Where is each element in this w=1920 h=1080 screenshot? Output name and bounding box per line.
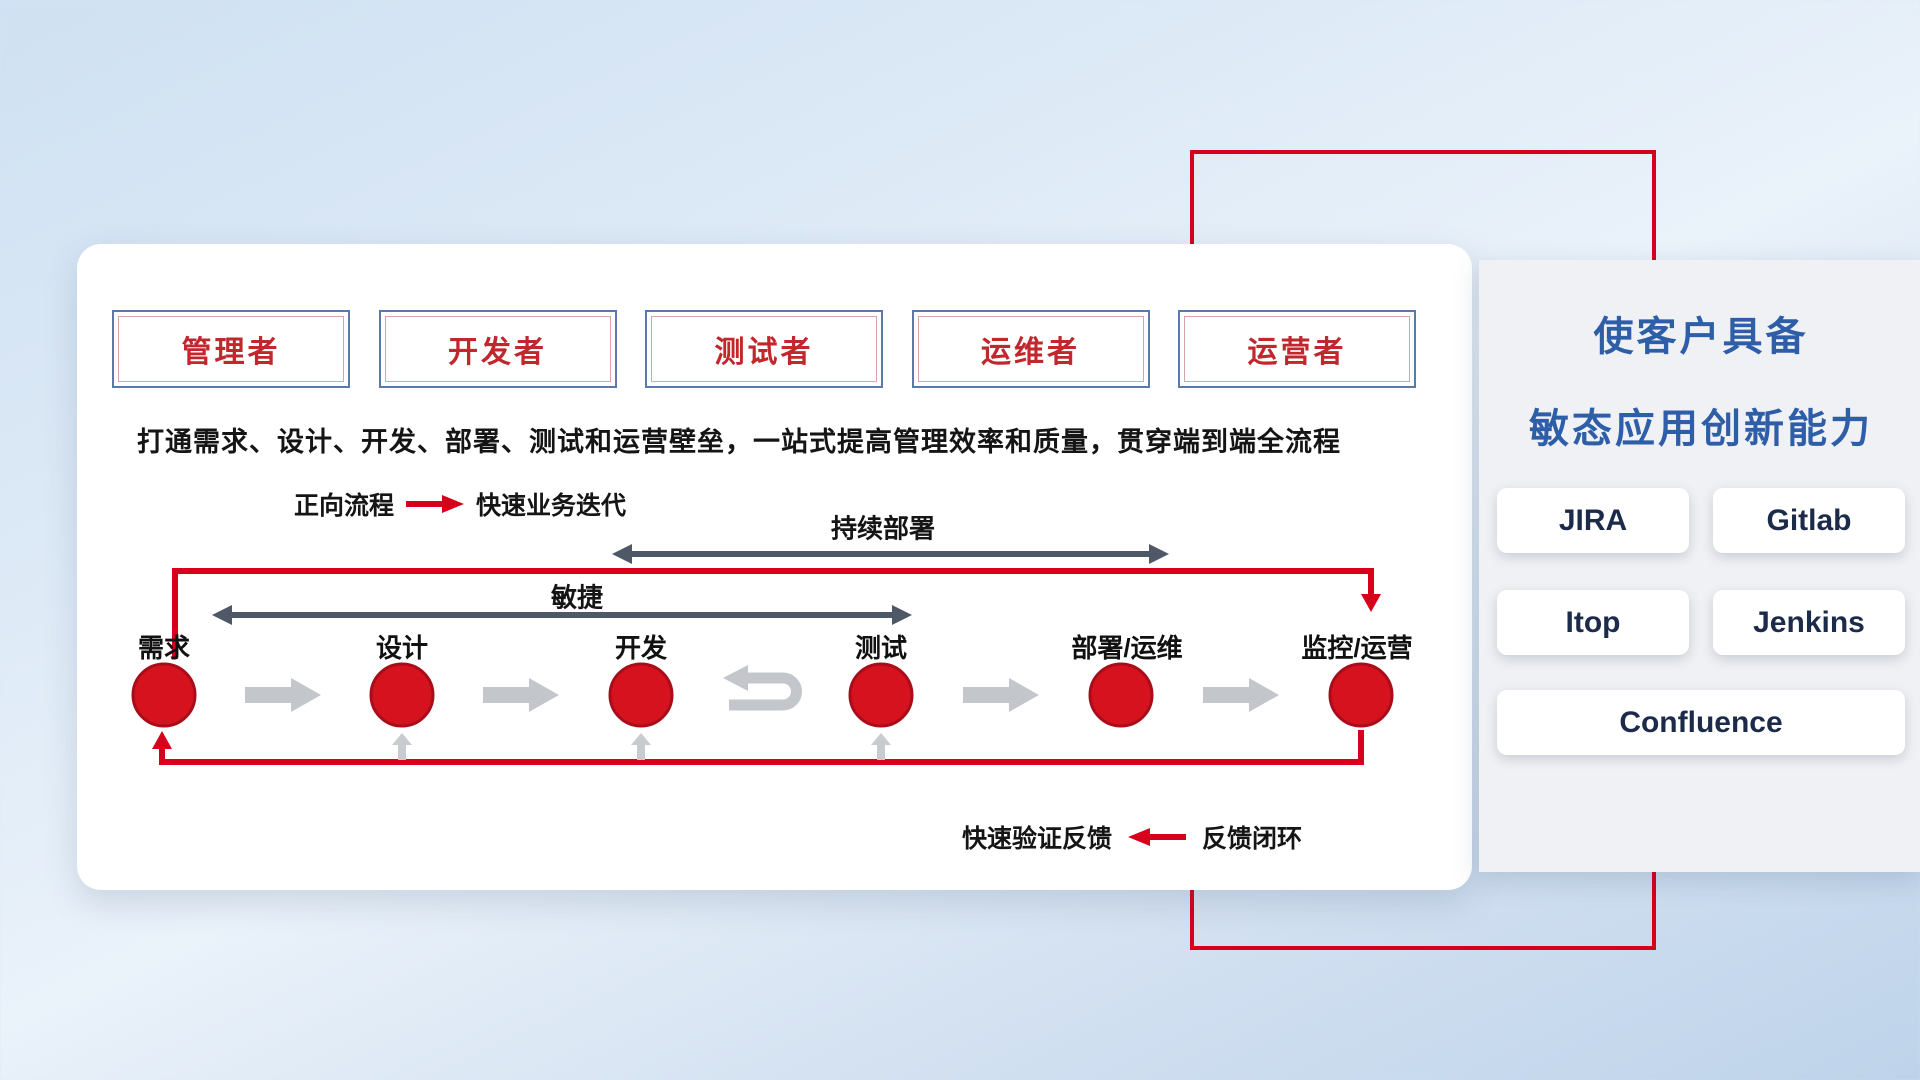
role-box-tester: 测试者 bbox=[645, 310, 883, 388]
capability-panel: 使客户具备 敏态应用创新能力 JIRA Gitlab Itop Jenkins … bbox=[1479, 260, 1920, 872]
roles-row: 管理者 开发者 测试者 运维者 运营者 bbox=[112, 310, 1416, 388]
tool-chip-gitlab: Gitlab bbox=[1713, 488, 1905, 553]
devops-flow-panel: 管理者 开发者 测试者 运维者 运营者 打通需求、设计、开发、部署、测试和运营壁… bbox=[77, 244, 1472, 890]
forward-flow-line bbox=[172, 568, 1381, 658]
stage-label-test: 测试 bbox=[854, 633, 908, 663]
tool-chip-jira: JIRA bbox=[1497, 488, 1689, 553]
legend-feedback: 快速验证反馈 反馈闭环 bbox=[962, 819, 1302, 855]
flow-diagram bbox=[131, 544, 1394, 765]
feedback-flow-line bbox=[152, 730, 1364, 765]
capability-title-line1: 使客户具备 bbox=[1593, 315, 1809, 359]
legend-forward-value: 快速业务迭代 bbox=[476, 492, 627, 520]
agile-label: 敏捷 bbox=[550, 582, 604, 613]
role-label: 开发者 bbox=[448, 336, 547, 369]
stage-label-deploy-ops: 部署/运维 bbox=[1071, 633, 1183, 663]
role-label: 管理者 bbox=[181, 336, 281, 369]
role-label: 运营者 bbox=[1247, 336, 1347, 369]
legend-forward: 正向流程 快速业务迭代 bbox=[294, 486, 626, 522]
role-label: 运维者 bbox=[981, 336, 1080, 369]
feedback-arrow-icon bbox=[1128, 828, 1187, 846]
role-label: 测试者 bbox=[714, 336, 814, 369]
feedback-up-arrows bbox=[392, 733, 891, 760]
forward-arrow-icon bbox=[406, 495, 465, 513]
tool-chip-confluence: Confluence bbox=[1497, 690, 1905, 755]
legend-forward-label: 正向流程 bbox=[294, 492, 395, 520]
role-box-ops: 运维者 bbox=[911, 310, 1150, 388]
stage-label-design: 设计 bbox=[375, 633, 429, 663]
agile-arrow bbox=[212, 605, 912, 625]
stage-label-develop: 开发 bbox=[614, 633, 668, 663]
iteration-loop-icon bbox=[723, 665, 802, 711]
tool-chip-itop: Itop bbox=[1497, 590, 1689, 655]
tool-chip-jenkins: Jenkins bbox=[1713, 590, 1905, 655]
stage-label-requirements: 需求 bbox=[137, 633, 191, 663]
role-box-manager: 管理者 bbox=[112, 310, 350, 388]
capability-title-line2: 敏态应用创新能力 bbox=[1529, 407, 1873, 451]
stage-label-monitor-op: 监控/运营 bbox=[1301, 633, 1413, 663]
role-box-developer: 开发者 bbox=[378, 310, 617, 388]
stage-circles bbox=[131, 662, 1394, 728]
legend-feedback-value: 快速验证反馈 bbox=[962, 825, 1113, 853]
flow-description: 打通需求、设计、开发、部署、测试和运营壁垒，一站式提高管理效率和质量，贯穿端到端… bbox=[137, 427, 1341, 457]
legend-feedback-label: 反馈闭环 bbox=[1202, 825, 1303, 853]
role-box-operator: 运营者 bbox=[1178, 310, 1416, 388]
continuous-deployment-label: 持续部署 bbox=[830, 513, 936, 544]
stage-arrows bbox=[245, 678, 1279, 712]
continuous-deployment-arrow bbox=[612, 544, 1169, 564]
